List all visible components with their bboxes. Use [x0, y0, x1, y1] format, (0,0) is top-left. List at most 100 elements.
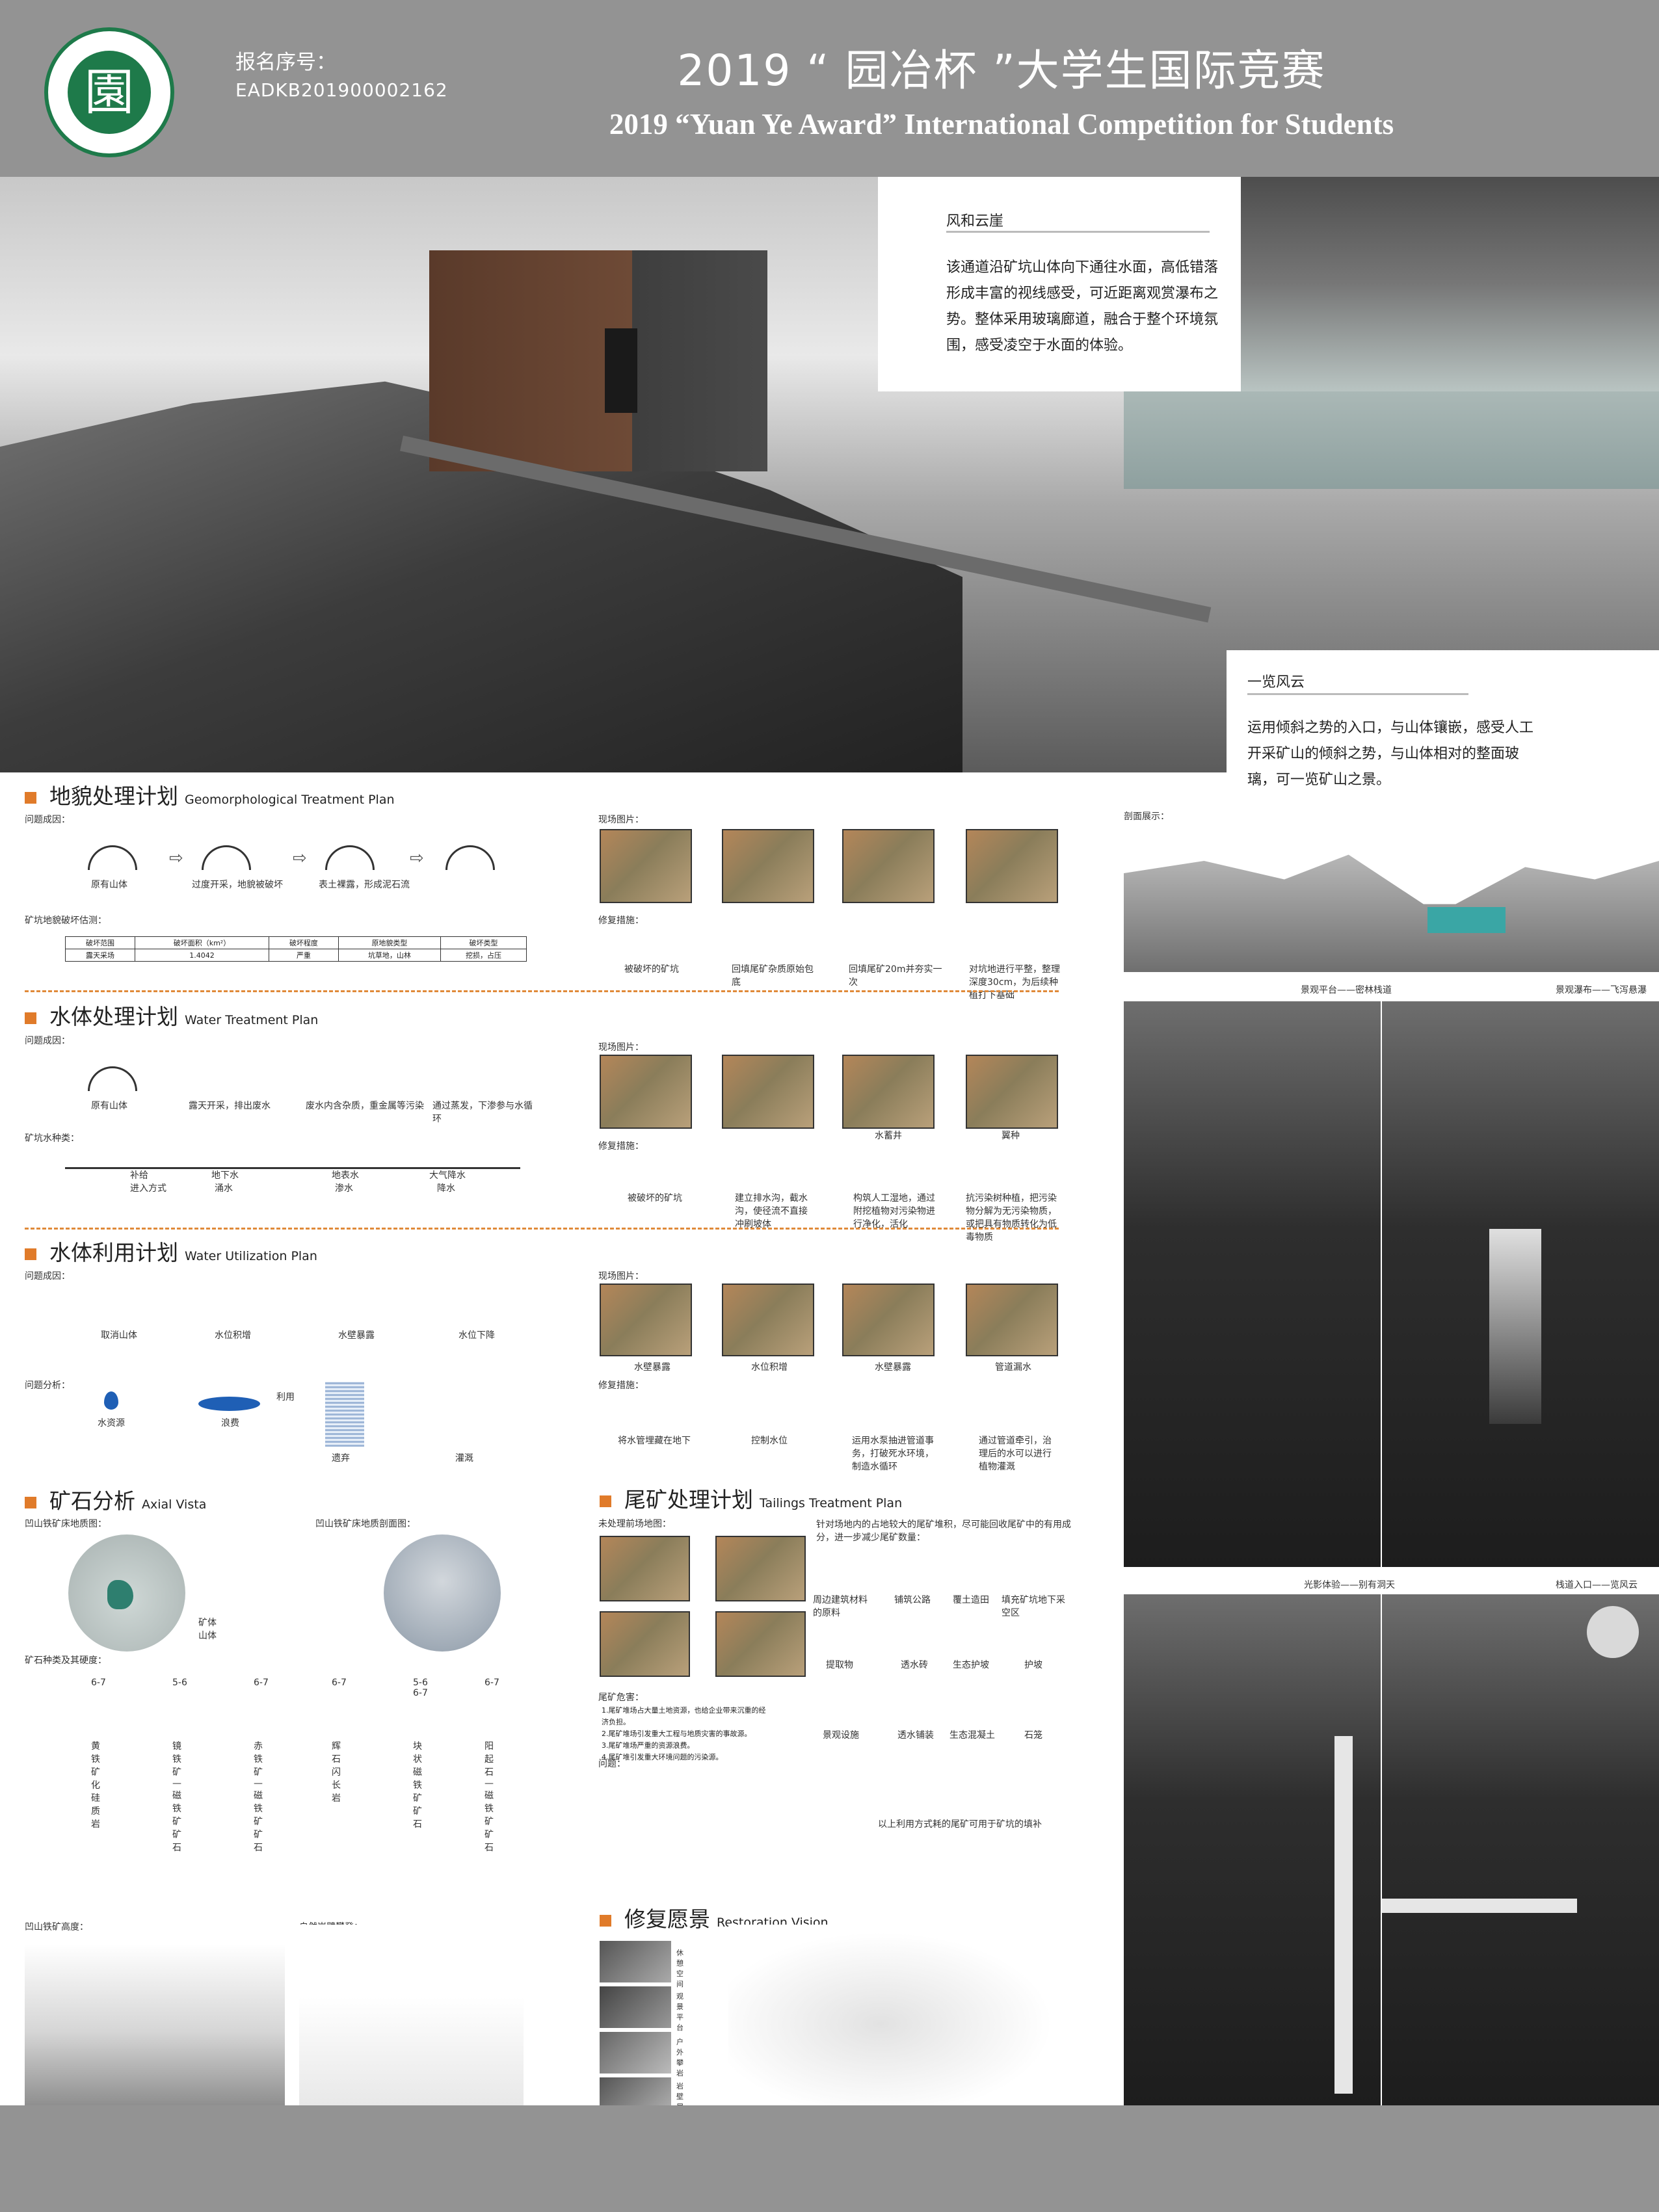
- use-site-photo: [722, 1284, 814, 1356]
- use-analysis-item: 遗弃: [332, 1453, 350, 1464]
- use-analysis-item: 水资源: [98, 1418, 125, 1429]
- vision-photo: [600, 1986, 671, 2028]
- ore-hardness-value: 5-6 6-7: [413, 1678, 428, 1698]
- ore-hardness-value: 5-6: [172, 1678, 187, 1688]
- water-step-1: 原有山体: [91, 1101, 127, 1111]
- use-site-photo: [600, 1284, 692, 1356]
- box-door: [605, 328, 637, 413]
- use-photo-caption: 水壁暴露: [875, 1362, 911, 1373]
- use-problem-label: 问题成因：: [25, 1271, 70, 1282]
- ore-hardness-chart: 6-7 5-6 6-7 6-7 5-6 6-7 6-7 黄铁矿化硅质岩 镜铁矿—…: [72, 1678, 527, 1853]
- water-row-label: 进入方式: [130, 1183, 166, 1194]
- list-item: 4.尾矿堆引发重大环境问题的污染源。: [602, 1753, 723, 1761]
- table-head-cell: 破坏范围: [65, 936, 135, 949]
- geo-measure-4: 对坑地进行平整，整理深度30cm，为后续种植打下基础: [969, 964, 1060, 1001]
- tailings-outcome: 石笼: [1024, 1730, 1042, 1741]
- vision-photo: [600, 1941, 671, 1982]
- geo-diagram-steps: 原有山体 ⇨ 过度开采，地貌被破坏 ⇨ 表土裸露，形成泥石流 ⇨: [72, 839, 540, 897]
- hero-block1-rule: [946, 231, 1210, 233]
- vision-photo: [600, 2032, 671, 2074]
- vision-side-label: 户外攀岩: [676, 2038, 684, 2077]
- competition-logo: 園: [44, 27, 174, 157]
- table-head-cell: 原地貌类型: [338, 936, 441, 949]
- water-measure-2: 建立排水沟，截水沟，使径流不直接冲刷坡体: [735, 1193, 808, 1230]
- water-site-photo: [722, 1055, 814, 1129]
- moon-icon: [1587, 1606, 1639, 1658]
- water-pool-icon: [198, 1397, 260, 1411]
- use-analysis-item: 浪费: [221, 1418, 239, 1429]
- ore-hardness-value: 6-7: [484, 1678, 499, 1688]
- tailings-column: 周边建筑材料的原料: [813, 1595, 868, 1618]
- tailings-hazard-label: 尾矿危害：: [598, 1692, 644, 1703]
- use-analysis-label: 问题分析：: [25, 1380, 70, 1391]
- water-row-label: 补给: [130, 1170, 148, 1181]
- geo-measure-1: 被破坏的矿坑: [624, 964, 679, 975]
- use-photo-caption: 管道漏水: [995, 1362, 1031, 1373]
- mound-shape: [445, 845, 495, 870]
- ore-name: 辉石闪长岩: [332, 1741, 341, 1804]
- grid-structure-icon: [325, 1382, 364, 1447]
- water-photo-caption: 翼种: [1002, 1131, 1020, 1141]
- list-item: 1.尾矿堆场占大量土地资源，也给企业带来沉重的经济负担。: [602, 1706, 766, 1726]
- waterfall-mist: [1489, 1229, 1541, 1424]
- water-type-sub: 降水: [437, 1183, 455, 1194]
- tailings-intro: 针对场地内的占地较大的尾矿堆积，尽可能回收尾矿中的有用成分，进一步减少尾矿数量：: [816, 1520, 1071, 1543]
- table-head-cell: 破坏面积（km²）: [134, 936, 269, 949]
- geo-step-2: 过度开采，地貌被破坏: [192, 880, 283, 890]
- right-caption: 景观瀑布——飞泻悬瀑: [1556, 985, 1647, 995]
- section-vision-title: 修复愿景: [624, 1906, 710, 1932]
- footer-bar: [0, 2105, 1659, 2212]
- tailings-column: 填充矿坑地下采空区: [1002, 1595, 1065, 1618]
- rock-climb-illustration: [299, 1925, 524, 2105]
- use-step-4: 水位下降: [458, 1330, 495, 1341]
- ore-hardness-value: 6-7: [332, 1678, 347, 1688]
- hero-inset-water: [1124, 391, 1659, 489]
- tailings-outcome: 提取物: [826, 1660, 853, 1670]
- table-cell: 露天采场: [65, 949, 135, 962]
- geo-measures-label: 修复措施：: [598, 915, 644, 926]
- use-analysis-item: 灌溉: [455, 1453, 473, 1464]
- arrow-icon: ⇨: [169, 849, 183, 868]
- water-site-photo: [842, 1055, 935, 1129]
- section-ore-subtitle: Axial Vista: [142, 1497, 207, 1512]
- geo-site-photo: [966, 829, 1058, 903]
- water-site-photo: [600, 1055, 692, 1129]
- water-type-label: 地表水: [332, 1170, 359, 1181]
- vision-side-label: 观景平台: [676, 1992, 684, 2032]
- water-photo-caption: 水蓄井: [875, 1131, 902, 1141]
- vision-site-diagram: [728, 1925, 1067, 2105]
- geo-site-photo: [842, 829, 935, 903]
- right-caption: 栈道入口——览风云: [1556, 1580, 1638, 1590]
- table-head-cell: 破坏程度: [268, 936, 339, 949]
- section-marker-icon: [25, 1248, 36, 1260]
- water-type-sub: 渗水: [335, 1183, 353, 1194]
- tailings-photo: [715, 1611, 806, 1677]
- section-geo-title: 地貌处理计划: [49, 783, 178, 809]
- water-measure-1: 被破坏的矿坑: [628, 1193, 682, 1204]
- water-measure-3: 构筑人工湿地，通过附挖植物对污染物进行净化，活化: [853, 1193, 935, 1230]
- tailings-column: 铺筑公路: [894, 1595, 931, 1605]
- ore-hardness-label: 矿石种类及其硬度：: [25, 1655, 107, 1666]
- ore-name: 阳起石—磁铁矿矿石: [484, 1741, 494, 1853]
- section-marker-icon: [600, 1495, 611, 1507]
- right-caption: 景观平台——密林栈道: [1301, 985, 1392, 995]
- title-english: 2019 “Yuan Ye Award” International Compe…: [609, 108, 1394, 140]
- ore-body-shape: [107, 1580, 133, 1609]
- tailings-hazard-list: 1.尾矿堆场占大量土地资源，也给企业带来沉重的经济负担。 2.尾矿堆场引发重大工…: [602, 1705, 771, 1763]
- use-photo-caption: 水壁暴露: [634, 1362, 670, 1373]
- geo-table-caption: 矿坑地貌破坏估测：: [25, 915, 107, 926]
- water-step-2: 露天开采，排出废水: [189, 1101, 271, 1111]
- water-type-label: 大气降水: [429, 1170, 466, 1181]
- water-step-3: 废水内含杂质，重金属等污染: [306, 1101, 424, 1111]
- mound-shape: [202, 845, 251, 870]
- use-measures-label: 修复措施：: [598, 1380, 644, 1391]
- ore-plan-map-label: 凹山铁矿床地质图：: [25, 1519, 107, 1529]
- water-site-photos-label: 现场图片：: [598, 1042, 644, 1053]
- registration-label: 报名序号：: [235, 51, 336, 74]
- corten-box-structure: [429, 250, 767, 471]
- arrow-icon: ⇨: [293, 849, 307, 868]
- water-problem-label: 问题成因：: [25, 1036, 70, 1046]
